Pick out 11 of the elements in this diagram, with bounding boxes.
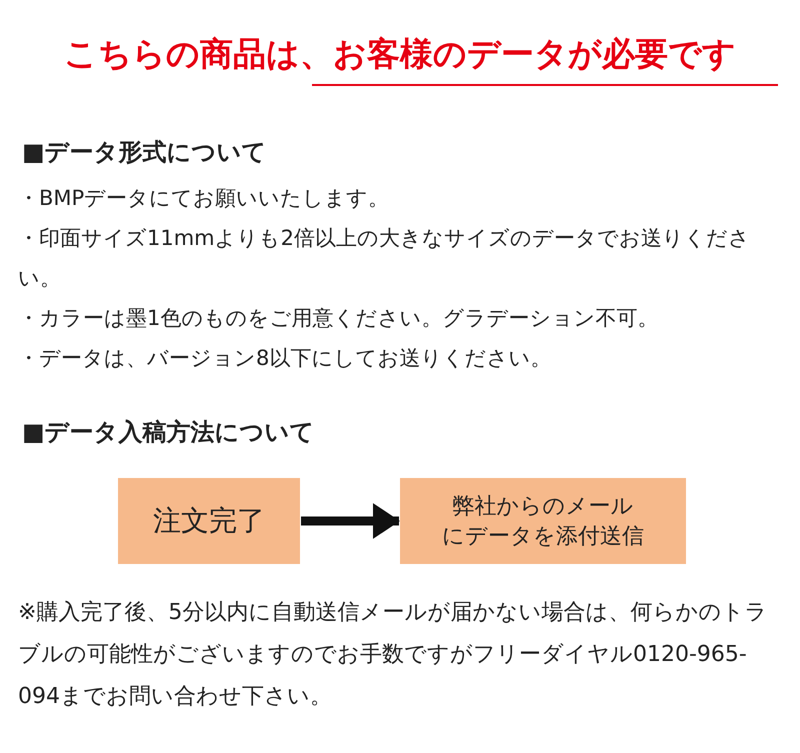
section-heading: ■データ形式について bbox=[22, 137, 268, 168]
page-title: こちらの商品は、お客様のデータが必要です bbox=[63, 33, 737, 75]
section-heading: ■データ入稿方法について bbox=[22, 417, 316, 448]
arrow bbox=[301, 503, 400, 539]
bullet-text: ・データは、バージョン8以下にしてお送りください。 bbox=[18, 345, 552, 372]
bullet-text: ・印面サイズ11mmよりも2倍以上の大きなサイズのデータでお送りください。 bbox=[18, 225, 751, 292]
process-box: 注文完了 bbox=[118, 478, 300, 564]
process-box: 弊社からのメールにデータを添付送信 bbox=[400, 478, 686, 564]
note-text: ※購入完了後、5分以内に自動送信メールが届かない場合は、何らかのトラブルの可能性がございますのでお手数ですがフリーダイヤル0120-965-094までお問い合わせ下さい。 bbox=[18, 599, 768, 711]
bullet-text: ・BMPデータにてお願いいたします。 bbox=[18, 185, 390, 212]
bullet-text: ・カラーは墨1色のものをご用意ください。グラデーション不可。 bbox=[18, 305, 660, 332]
